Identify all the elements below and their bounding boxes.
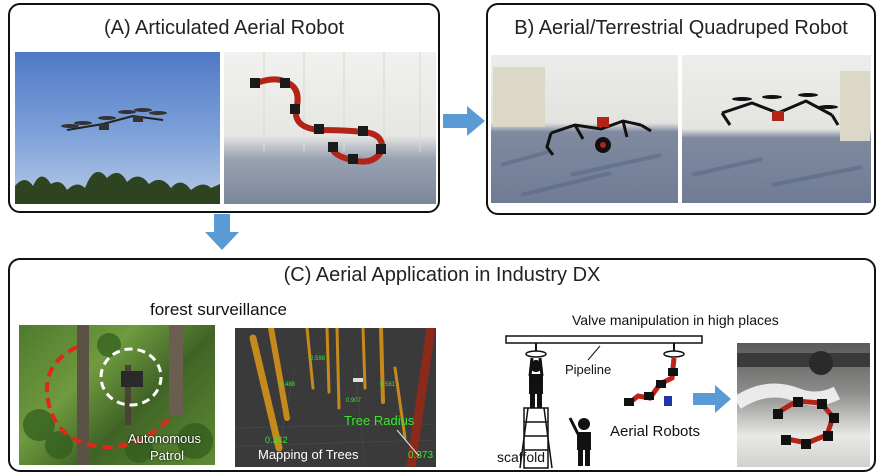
aerial-robots-label: Aerial Robots	[610, 423, 701, 440]
panel-articulated-aerial-robot: (A) Articulated Aerial Robot	[8, 3, 440, 213]
tree-value-2: 0.373	[408, 450, 434, 461]
tree-radius-label: Tree Radius	[344, 413, 415, 428]
panel-c-title: (C) Aerial Application in Industry DX	[283, 264, 601, 286]
valve-photo-render	[737, 351, 870, 449]
tree-mapping-visualization	[235, 328, 436, 467]
panel-industry-application: (C) Aerial Application in Industry DX fo…	[8, 258, 876, 472]
lab-articulated-robot-photo	[224, 52, 436, 204]
valve-manipulation-heading: Valve manipulation in high places	[572, 312, 779, 328]
scaffold-label: scaffold	[497, 449, 545, 465]
valve-manipulation-diagram	[505, 335, 703, 469]
panel-b-title: B) Aerial/Terrestrial Quadruped Robot	[514, 17, 848, 39]
valve-manipulation-photo	[737, 343, 870, 467]
tree-value-6: 0.598	[310, 356, 326, 362]
quadruped-robot-ground-silhouette	[493, 67, 662, 197]
quadruped-robot-flying-silhouette	[691, 71, 870, 187]
forest-photo	[19, 325, 215, 465]
pipeline-label: Pipeline	[565, 362, 612, 377]
tree-mapping-render	[235, 328, 436, 467]
quadruped-terrestrial-photo	[491, 55, 678, 203]
arrow-down-icon	[205, 214, 239, 250]
panel-a-title: (A) Articulated Aerial Robot	[103, 17, 345, 39]
tree-value-3: 0.907	[346, 398, 362, 404]
autonomous-patrol-label-line2: Patrol	[150, 448, 184, 463]
forest-surveillance-overlay	[23, 325, 213, 465]
panel-quadruped-robot: B) Aerial/Terrestrial Quadruped Robot	[486, 3, 876, 215]
forest-surveillance-heading: forest surveillance	[150, 300, 288, 319]
tree-value-5: 0.581	[380, 382, 396, 388]
tree-value-4: 0.488	[280, 382, 296, 388]
arrow-right-icon	[443, 106, 485, 136]
mapping-of-trees-caption: Mapping of Trees	[258, 447, 359, 462]
arrow-right-icon	[693, 385, 731, 413]
tree-value-1: 0.342	[265, 435, 288, 445]
sky-flight-photo	[15, 52, 220, 204]
snake-robot-silhouette	[250, 52, 421, 165]
autonomous-patrol-label-line1: Autonomous	[128, 431, 201, 446]
flying-robot-silhouette	[15, 108, 220, 204]
quadruped-aerial-photo	[682, 55, 871, 203]
